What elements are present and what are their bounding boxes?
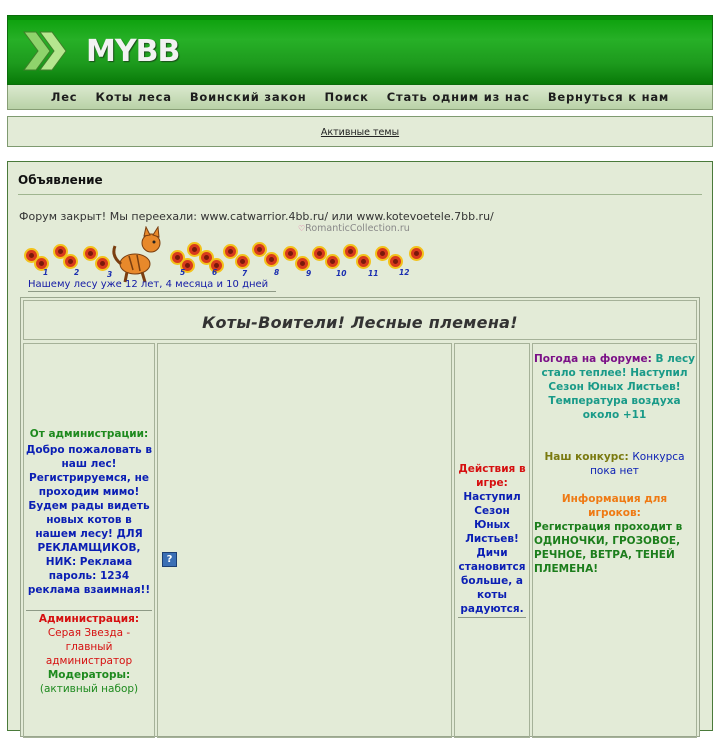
game-actions-divider: [458, 617, 526, 618]
weather-label: Погода на форуме:: [534, 353, 652, 365]
image-cell: ?: [157, 343, 452, 738]
flower-icon: [97, 258, 108, 269]
contest-block: Наш конкурс: Конкурса пока нет: [534, 450, 695, 478]
month-number: 10: [336, 269, 347, 278]
header-top-line: [8, 16, 712, 20]
administrator-name[interactable]: Серая Звезда - главный администратор: [45, 627, 133, 667]
flower-icon: [55, 246, 66, 257]
nav-item-return[interactable]: Вернуться к нам: [547, 90, 670, 104]
flower-icon: [237, 256, 248, 267]
flower-icon: [211, 260, 222, 271]
flower-icon: [172, 252, 183, 263]
month-number: 5: [180, 268, 186, 277]
month-number: 3: [107, 270, 113, 279]
flower-icon: [377, 248, 388, 259]
month-number: 1: [43, 268, 49, 277]
forest-age-divider: [28, 291, 276, 292]
game-actions-cell: Действия в игре: Наступил Сезон Юных Лис…: [454, 343, 530, 738]
from-administration-label: От администрации:: [29, 428, 149, 440]
flower-icon: [85, 248, 96, 259]
moderators-status: (активный набор): [39, 683, 139, 695]
month-number: 9: [306, 269, 312, 278]
cat-icon: [112, 226, 161, 283]
flower-icon: [26, 250, 37, 261]
nav-item-join[interactable]: Стать одним из нас: [386, 90, 530, 104]
flower-icon: [314, 248, 325, 259]
announcement-panel: Объявление Форум закрыт! Мы переехали: w…: [7, 161, 713, 738]
forum-closed-notice: Форум закрыт! Мы переехали: www.catwarri…: [19, 210, 494, 223]
month-number: 2: [74, 268, 80, 277]
administration-title: Администрация:: [38, 613, 140, 625]
contest-text: Конкурса пока нет: [590, 451, 685, 477]
flower-icon: [266, 254, 277, 265]
flower-icon: [254, 244, 265, 255]
registration-info: Регистрация проходит в ОДИНОЧКИ, ГРОЗОВО…: [534, 521, 683, 575]
active-topics-link[interactable]: Активные темы: [320, 127, 400, 138]
help-icon[interactable]: ?: [162, 552, 177, 567]
month-number: 12: [399, 268, 410, 277]
moderators-title: Модераторы:: [47, 669, 131, 681]
logo-text: MYBB: [86, 34, 180, 69]
flower-icon: [36, 258, 47, 269]
flower-icon: [201, 252, 212, 263]
flower-icon: [411, 248, 422, 259]
heart-icon: ♡: [298, 224, 306, 233]
info-table-header: Коты-Воители! Лесные племена!: [23, 300, 697, 340]
flower-icon: [65, 256, 76, 267]
weather-block: Погода на форуме: В лесу стало теплее! Н…: [534, 352, 695, 422]
announcement-divider: [18, 194, 702, 195]
flower-icon: [182, 260, 193, 271]
month-number: 7: [242, 269, 248, 278]
nav-item-warrior-code[interactable]: Воинский закон: [189, 90, 307, 104]
watermark-label: RomanticCollection.ru: [305, 223, 410, 234]
logo-chevron-icon: [23, 31, 67, 71]
game-actions-title: Действия в игре:: [458, 463, 526, 489]
mybb-logo[interactable]: MYBB: [20, 26, 190, 76]
active-topics-panel: Активные темы: [7, 116, 713, 147]
flower-icon: [327, 256, 338, 267]
announcement-title: Объявление: [18, 173, 103, 187]
forest-age-timer: 1 2 3 5 4 6 7 8 9: [21, 226, 431, 290]
administration-divider: [26, 610, 152, 611]
flower-icon: [390, 256, 401, 267]
nav-item-forest-cats[interactable]: Коты леса: [95, 90, 172, 104]
watermark-text: ♡RomanticCollection.ru: [298, 223, 410, 234]
forum-header: MYBB: [7, 15, 713, 85]
flower-icon: [358, 256, 369, 267]
month-number: 11: [368, 269, 379, 278]
flower-icon: [225, 246, 236, 257]
game-actions-text: Наступил Сезон Юных Листьев! Дичи станов…: [458, 491, 526, 615]
nav-item-search[interactable]: Поиск: [324, 90, 369, 104]
welcome-message: Добро пожаловать в наш лес! Регистрируем…: [26, 444, 152, 596]
info-table: Коты-Воители! Лесные племена! От админис…: [20, 297, 700, 738]
forest-age-text: Нашему лесу уже 12 лет, 4 месяца и 10 дн…: [28, 279, 269, 290]
month-number: 6: [212, 268, 218, 277]
flower-icon: [285, 248, 296, 259]
month-number: 8: [274, 268, 280, 277]
flower-icon: [189, 244, 200, 255]
contest-label: Наш конкурс:: [544, 451, 629, 463]
forum-info-cell: Погода на форуме: В лесу стало теплее! Н…: [532, 343, 697, 738]
info-table-title: Коты-Воители! Лесные племена!: [202, 313, 518, 332]
nav-item-forest[interactable]: Лес: [50, 90, 78, 104]
players-info-title: Информация для игроков:: [561, 493, 668, 519]
administration-cell: От администрации: Добро пожаловать в наш…: [23, 343, 155, 738]
flower-icon: [297, 258, 308, 269]
flower-icon: [345, 246, 356, 257]
weather-text: В лесу стало теплее! Наступил Сезон Юных…: [541, 353, 696, 421]
main-navigation: Лес Коты леса Воинский закон Поиск Стать…: [7, 85, 713, 110]
